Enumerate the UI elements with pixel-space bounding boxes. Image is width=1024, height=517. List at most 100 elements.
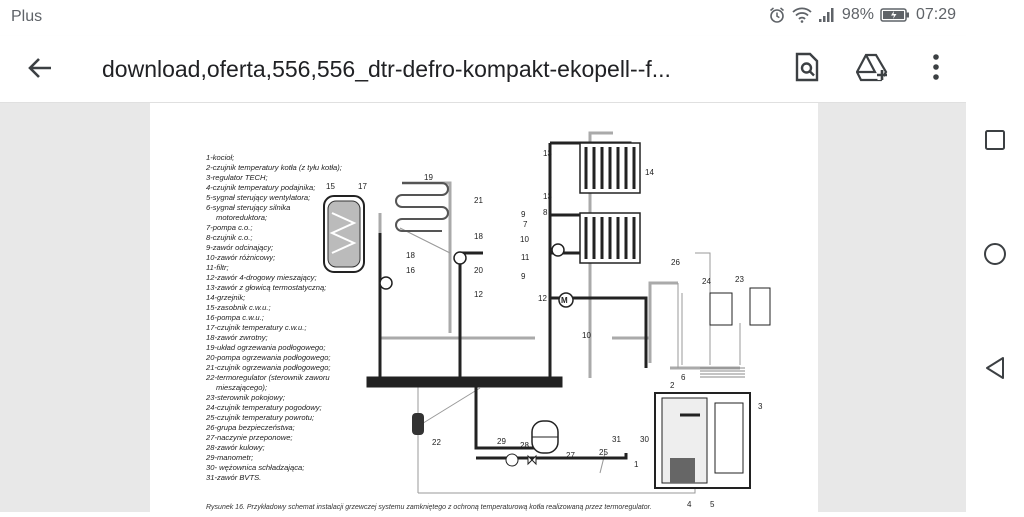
label-18: 18 bbox=[406, 251, 415, 260]
label-8: 8 bbox=[543, 208, 548, 217]
back-button[interactable] bbox=[24, 56, 56, 84]
label-3: 3 bbox=[758, 402, 763, 411]
status-bar: Plus 98% 07:29 bbox=[0, 0, 1024, 36]
legend-item: 18-zawór zwrotny; bbox=[206, 333, 268, 342]
label-27: 27 bbox=[566, 451, 575, 460]
boiler-wires bbox=[700, 367, 745, 378]
legend-item: 9-zawór odcinający; bbox=[206, 243, 273, 252]
dhw-tank bbox=[323, 195, 365, 273]
co-pump bbox=[551, 243, 565, 257]
legend-list: 1-kocioł; 2-czujnik temperatury kotła (z… bbox=[205, 153, 342, 482]
label-25: 25 bbox=[599, 448, 608, 457]
legend-item: 31-zawór BVTS. bbox=[206, 473, 261, 482]
more-options-button[interactable] bbox=[921, 53, 951, 86]
legend-item: 30- wężownica schładzająca; bbox=[206, 463, 304, 472]
label-16: 16 bbox=[406, 266, 415, 275]
dhw-pump bbox=[379, 276, 393, 290]
label-7: 7 bbox=[523, 220, 528, 229]
legend-item: 3-regulator TECH; bbox=[206, 173, 268, 182]
add-to-drive-button[interactable] bbox=[855, 52, 890, 87]
legend-item: 25-czujnik temperatury powrotu; bbox=[205, 413, 314, 422]
battery-percent: 98% bbox=[841, 6, 874, 23]
motor-label: M bbox=[561, 296, 568, 305]
figure-caption: Rysunek 16. Przykładowy schemat instalac… bbox=[206, 504, 652, 511]
label-29: 29 bbox=[497, 437, 506, 446]
radiator-lower bbox=[579, 212, 641, 264]
alarm-icon bbox=[768, 6, 786, 24]
label-12: 12 bbox=[474, 290, 483, 299]
more-vert-icon bbox=[931, 53, 941, 86]
label-17: 17 bbox=[358, 182, 367, 191]
legend-item: 15-zasobnik c.w.u.; bbox=[206, 303, 271, 312]
component-numbers: 15 17 19 21 18 18 16 20 12 13 13 14 9 8 … bbox=[326, 149, 763, 509]
legend-item: 8-czujnik c.o.; bbox=[206, 233, 252, 242]
legend-item: 1-kocioł; bbox=[206, 153, 234, 162]
label-5: 5 bbox=[710, 500, 715, 509]
label-18: 18 bbox=[474, 232, 483, 241]
label-1: 1 bbox=[634, 460, 639, 469]
legend-item: 26-grupa bezpieczeństwa; bbox=[205, 423, 295, 432]
carrier-label: Plus bbox=[11, 8, 43, 25]
label-4: 4 bbox=[687, 500, 692, 509]
label-14: 14 bbox=[645, 168, 654, 177]
label-11: 11 bbox=[521, 253, 530, 262]
weather-sensor bbox=[709, 292, 733, 326]
battery-icon bbox=[880, 7, 910, 23]
expansion-vessel bbox=[531, 420, 559, 454]
legend-item: 14-grzejnik; bbox=[206, 293, 245, 302]
legend-item: 23-sterownik pokojowy; bbox=[205, 393, 285, 402]
underfloor-coil bbox=[395, 182, 449, 232]
label-10: 10 bbox=[520, 235, 529, 244]
signal-icon bbox=[818, 7, 836, 23]
legend-item: 24-czujnik temperatury pogodowy; bbox=[205, 403, 322, 412]
legend-item: 5-sygnał sterujący wentylatora; bbox=[206, 193, 310, 202]
home-button[interactable] bbox=[982, 242, 1008, 269]
label-12: 12 bbox=[538, 294, 547, 303]
legend-item: 6-sygnał sterujący silnika bbox=[206, 203, 290, 212]
legend-item: 22-termoregulator (sterownik zaworu bbox=[205, 373, 330, 382]
label-6: 6 bbox=[681, 373, 686, 382]
pdf-page[interactable]: 1-kocioł; 2-czujnik temperatury kotła (z… bbox=[150, 103, 818, 512]
back-arrow-icon bbox=[27, 56, 53, 85]
legend-item: 4-czujnik temperatury podajnika; bbox=[206, 183, 315, 192]
radiator-upper bbox=[579, 142, 641, 194]
recents-button[interactable] bbox=[982, 129, 1008, 155]
thermoregulator bbox=[412, 413, 424, 435]
label-13: 13 bbox=[543, 192, 552, 201]
find-in-page-icon bbox=[794, 52, 820, 87]
label-28: 28 bbox=[520, 441, 529, 450]
legend-item: motoreduktora; bbox=[216, 213, 267, 222]
label-20: 20 bbox=[474, 266, 483, 275]
room-controller bbox=[749, 287, 771, 326]
legend-item: 21-czujnik ogrzewania podłogowego; bbox=[205, 363, 331, 372]
legend-item: 20-pompa ogrzewania podłogowego; bbox=[205, 353, 331, 362]
legend-item: 12-zawór 4-drogowy mieszający; bbox=[206, 273, 317, 282]
label-24: 24 bbox=[702, 277, 711, 286]
legend-item: 27-naczynie przeponowe; bbox=[205, 433, 293, 442]
label-9: 9 bbox=[521, 210, 526, 219]
nav-back-button[interactable] bbox=[982, 356, 1008, 383]
label-9: 9 bbox=[521, 272, 526, 281]
label-19: 19 bbox=[424, 173, 433, 182]
manifold bbox=[366, 376, 563, 388]
legend-item: 2-czujnik temperatury kotła (z tyłu kotł… bbox=[205, 163, 342, 172]
label-31: 31 bbox=[612, 435, 621, 444]
legend-item: 28-zawór kulowy; bbox=[205, 443, 265, 452]
find-in-page-button[interactable] bbox=[792, 52, 822, 87]
legend-item: mieszającego); bbox=[216, 383, 267, 392]
label-23: 23 bbox=[735, 275, 744, 284]
pdf-viewer[interactable]: 1-kocioł; 2-czujnik temperatury kotła (z… bbox=[0, 103, 966, 512]
floor-pump bbox=[453, 251, 467, 265]
document-title: download,oferta,556,556_dtr-defro-kompak… bbox=[102, 56, 671, 82]
label-26: 26 bbox=[671, 258, 680, 267]
legend-item: 7-pompa c.o.; bbox=[206, 223, 252, 232]
legend-item: 29-manometr; bbox=[205, 453, 253, 462]
label-21: 21 bbox=[474, 196, 483, 205]
label-2: 2 bbox=[670, 381, 675, 390]
label-10: 10 bbox=[582, 331, 591, 340]
legend-item: 11-filtr; bbox=[206, 263, 229, 272]
app-toolbar: download,oferta,556,556_dtr-defro-kompak… bbox=[0, 36, 966, 103]
manometer bbox=[505, 453, 519, 467]
label-22: 22 bbox=[432, 438, 441, 447]
drive-add-icon bbox=[855, 52, 890, 87]
